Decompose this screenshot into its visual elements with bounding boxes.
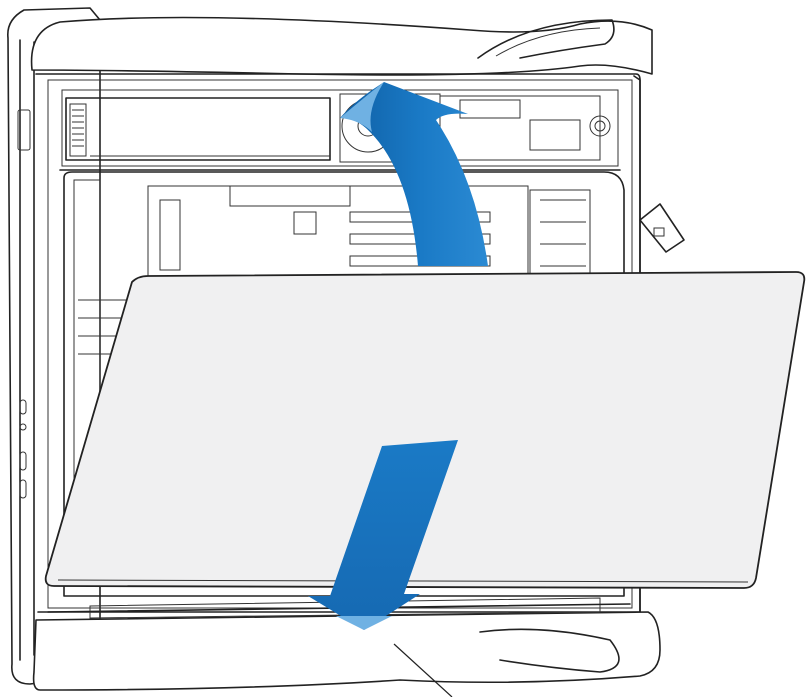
top-handle xyxy=(32,18,652,76)
power-connector xyxy=(460,100,520,118)
slot-tab xyxy=(160,200,180,270)
side-panel-surface xyxy=(46,272,805,588)
side-panel xyxy=(46,272,805,588)
bottom-handle xyxy=(34,612,660,690)
chip xyxy=(294,212,316,234)
drive-connector xyxy=(530,120,580,150)
optical-drive xyxy=(66,98,330,160)
logic-board-tray xyxy=(230,186,350,206)
